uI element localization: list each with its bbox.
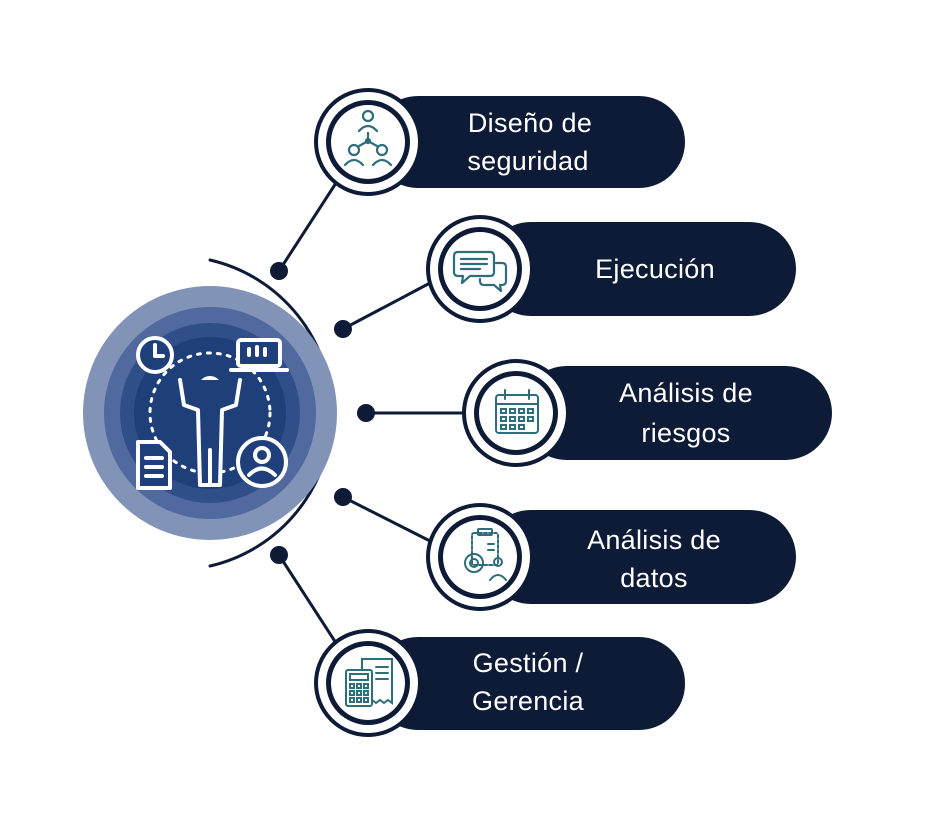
item-label-2-line-1: Ejecución: [595, 254, 715, 284]
item-risk-analysis[interactable]: Análisis de riesgos: [462, 359, 832, 467]
spoke-1: [277, 181, 338, 273]
spoke-2: [341, 281, 432, 331]
spoke-5: [277, 553, 338, 645]
calendar-icon: [495, 389, 539, 434]
item-pill-1: [372, 96, 685, 188]
node-dot-5: [270, 546, 288, 564]
item-label-4-line-1: Análisis de: [587, 525, 721, 555]
spoke-4: [341, 495, 432, 543]
node-dot-4: [334, 488, 352, 506]
item-management[interactable]: Gestión / Gerencia: [314, 629, 685, 737]
item-pill-3: [520, 366, 832, 460]
item-label-5-line-2: Gerencia: [472, 686, 585, 716]
hub: [83, 286, 337, 540]
network-users-icon: [343, 109, 393, 167]
item-pill-5: [372, 637, 685, 730]
connector-nodes: [270, 262, 375, 564]
data-analysis-gear-icon: [464, 528, 507, 581]
item-execution[interactable]: Ejecución: [426, 215, 796, 323]
item-security-design[interactable]: Diseño de seguridad: [314, 88, 685, 196]
chat-bubbles-icon: [452, 250, 508, 293]
item-label-1-line-1: Diseño de: [468, 108, 592, 138]
item-label-4-line-2: datos: [620, 563, 688, 593]
invoice-calculator-icon: [345, 658, 393, 707]
item-label-3-line-1: Análisis de: [619, 378, 753, 408]
item-pill-2: [484, 222, 796, 316]
item-label-1-line-2: seguridad: [467, 146, 588, 176]
node-dot-2: [334, 320, 352, 338]
item-data-analysis[interactable]: Análisis de datos: [426, 503, 796, 611]
item-label-5-line-1: Gestión /: [473, 648, 584, 678]
team-member-with-clock-laptop-document-user-icon: [136, 336, 289, 490]
node-dot-1: [270, 262, 288, 280]
node-dot-3: [357, 404, 375, 422]
item-pill-4: [484, 510, 796, 604]
item-label-3-line-2: riesgos: [641, 418, 730, 448]
